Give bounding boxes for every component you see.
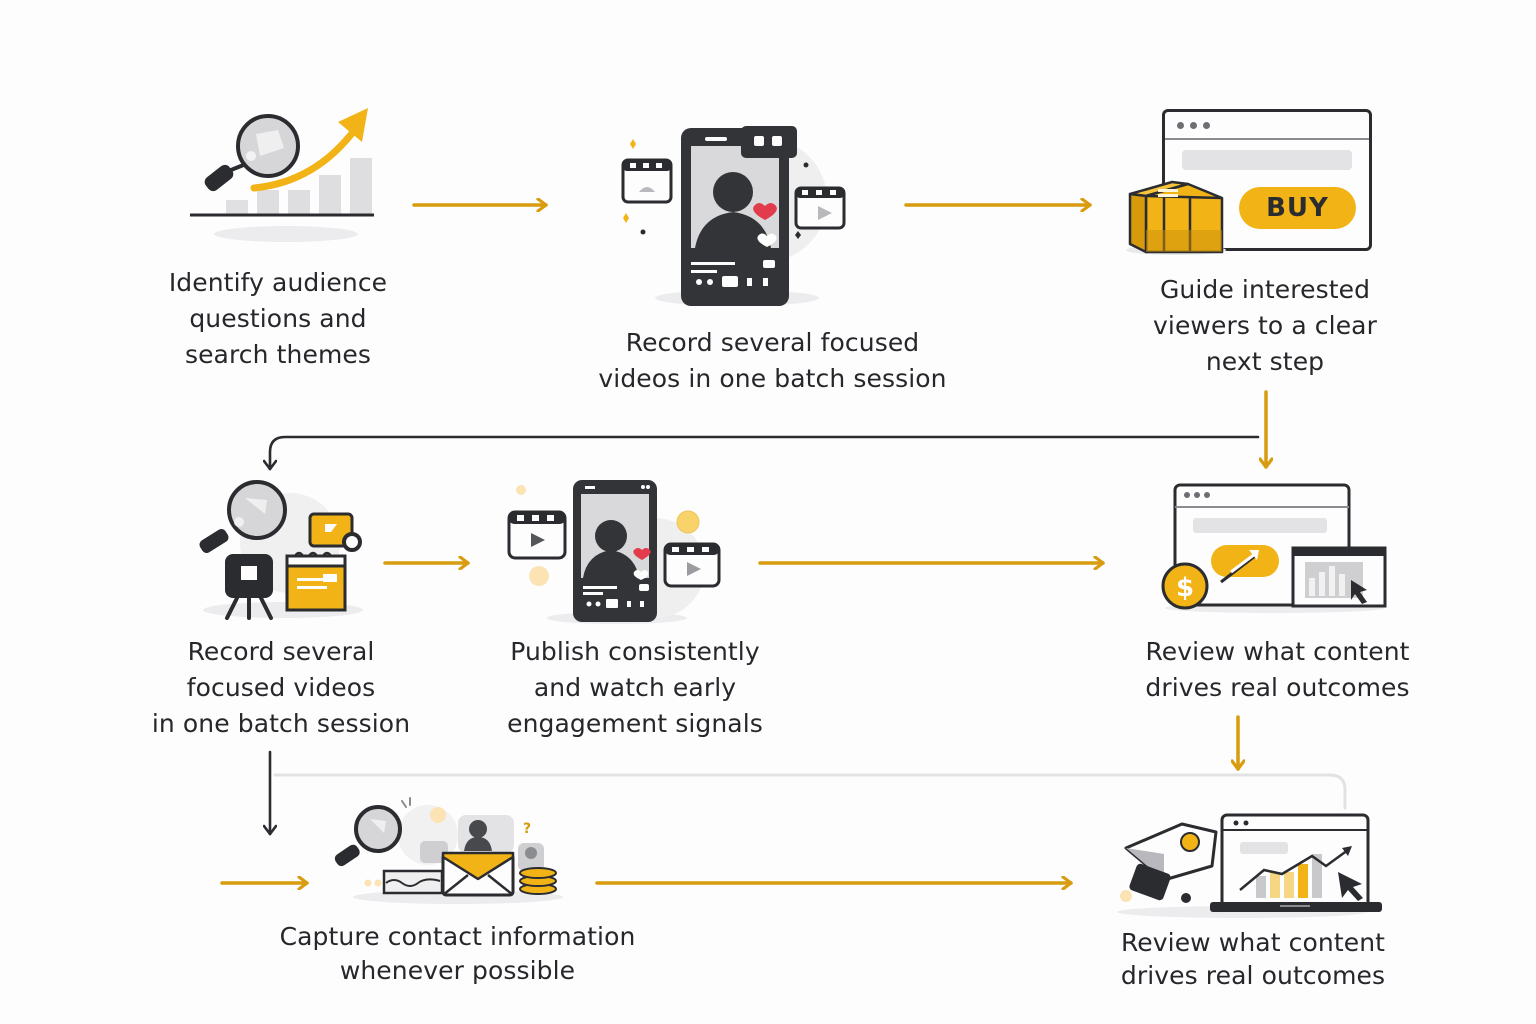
browser-address-bar [1182,150,1352,170]
envelope-contacts-icon: ? [334,797,563,904]
node-publish-label: Publish consistently and watch early eng… [507,637,763,738]
camera-clapper-icon [199,480,363,620]
magnifier-trend-chart-icon [190,108,374,242]
node-guide-label: Guide interested viewers to a clear next… [1153,275,1377,376]
question-mark-glyph: ? [523,821,531,837]
edge-guide-to-record-2 [270,435,1260,471]
svg-text:$: $ [1176,573,1194,603]
package-box-icon [1126,180,1226,255]
node-identify-label: Identify audience questions and search t… [168,268,388,369]
edge-light-gray-connector [273,773,1347,810]
browser-dots-icon [1177,122,1217,130]
phone-engagement-icon [507,480,721,624]
node-record-2-label: Record several focused videos in one bat… [151,637,411,738]
camera-laptop-chart-icon [1117,813,1382,918]
phone-video-icon [621,126,846,306]
buy-button[interactable]: BUY [1239,187,1356,229]
node-capture-label: Capture contact information whenever pos… [279,922,636,985]
node-record-1-label: Record several focused videos in one bat… [598,328,947,393]
node-review-1-label: Review what content drives real outcomes [1145,637,1410,702]
node-review-2-label: Review what content drives real outcomes [1120,928,1386,990]
browser-dollar-analytics-icon: $ [1161,483,1387,613]
